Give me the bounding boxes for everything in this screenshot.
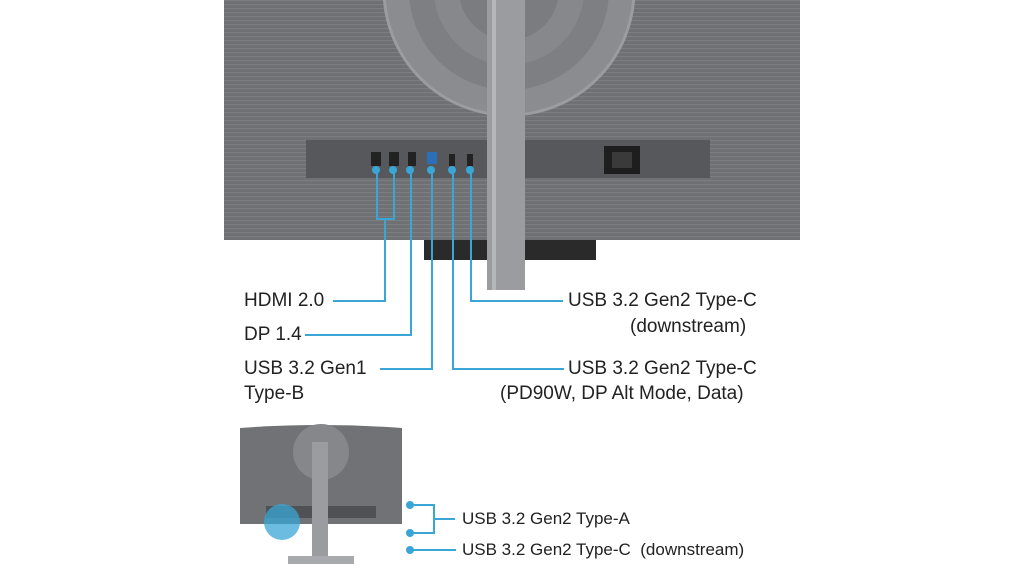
- label-usbc-pd-line2: (PD90W, DP Alt Mode, Data): [500, 383, 744, 404]
- usbc-down-dot: [466, 166, 474, 174]
- label-usbc-down-line2: (downstream): [630, 316, 747, 337]
- label-usb-b-line1: USB 3.2 Gen1: [244, 358, 367, 379]
- usb-b-dot: [427, 166, 435, 174]
- dp-dot: [406, 166, 414, 174]
- usbc-down-connector-line: [471, 300, 563, 302]
- hdmi1-dot: [372, 166, 380, 174]
- usb-b-connector-line: [380, 368, 432, 370]
- label-usbc-pd-line1: USB 3.2 Gen2 Type-C: [568, 358, 757, 379]
- usbc-side-dot: [406, 546, 414, 554]
- label-usbc-side: USB 3.2 Gen2 Type-C (downstream): [462, 540, 745, 559]
- label-hdmi: HDMI 2.0: [244, 290, 325, 311]
- monitor-rear-large: [224, 0, 800, 290]
- label-usb-a: USB 3.2 Gen2 Type-A: [462, 509, 630, 528]
- label-usb-b-line2: Type-B: [244, 383, 305, 404]
- monitor-rear-small: [240, 424, 402, 564]
- usbc-pd-dot: [448, 166, 456, 174]
- usb-a-dot-1: [406, 501, 414, 509]
- label-usbc-down-line1: USB 3.2 Gen2 Type-C: [568, 290, 757, 311]
- hdmi2-dot: [389, 166, 397, 174]
- hdmi-connector-line: [333, 300, 385, 302]
- usbc-pd-connector-line: [452, 368, 564, 370]
- usb-a-dot-2: [406, 529, 414, 537]
- label-dp: DP 1.4: [244, 324, 302, 345]
- dp-connector-line: [305, 334, 411, 336]
